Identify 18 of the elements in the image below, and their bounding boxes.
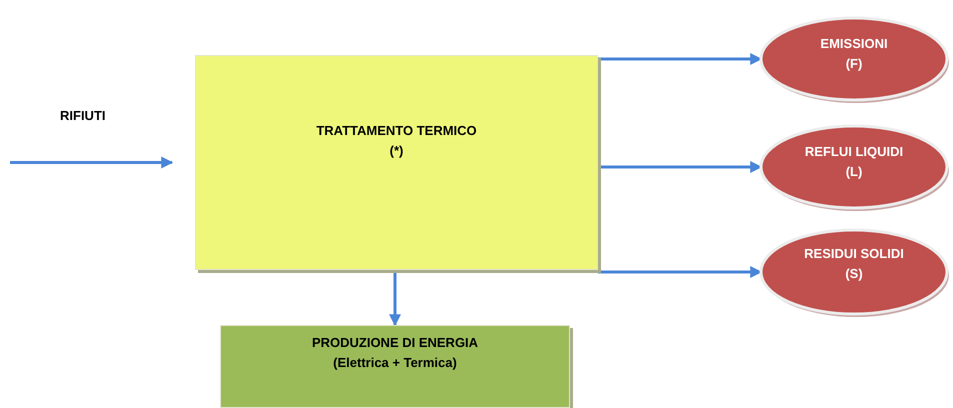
node-text: (*) — [390, 142, 404, 160]
output-ellipse — [758, 226, 950, 318]
output-ellipse — [758, 14, 950, 104]
process-box — [195, 55, 598, 270]
node-text: (S) — [845, 265, 863, 283]
node-text: (F) — [846, 55, 862, 73]
arrow — [389, 270, 401, 326]
input-label: RIFIUTI — [60, 107, 106, 125]
node-text: EMISSIONI — [820, 35, 888, 53]
node-text: RESIDUI SOLIDI — [804, 245, 904, 263]
node-text: (L) — [846, 163, 862, 181]
output-ellipse — [758, 122, 950, 212]
node-text: (Elettrica + Termica) — [333, 354, 457, 372]
node-text: REFLUI LIQUIDI — [804, 143, 904, 161]
node-text: PRODUZIONE DI ENERGIA — [312, 334, 478, 352]
arrow — [10, 156, 174, 168]
process-box — [220, 325, 570, 408]
node-text: TRATTAMENTO TERMICO — [316, 122, 477, 140]
